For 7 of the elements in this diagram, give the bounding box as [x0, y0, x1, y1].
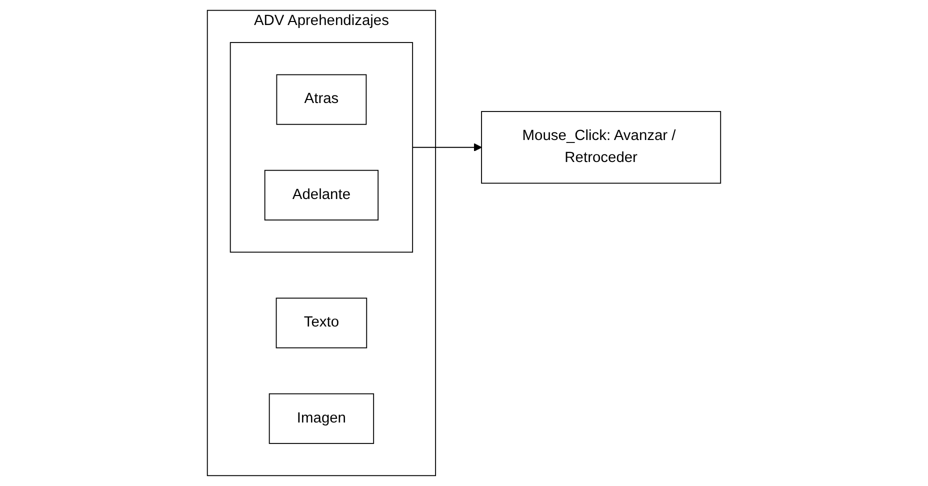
cluster: [230, 42, 414, 253]
node-box: Adelante: [264, 170, 379, 220]
node-box: Atras: [276, 74, 367, 125]
node-box: Imagen: [268, 393, 374, 444]
arrow: [412, 143, 482, 152]
node-box: Mouse_Click: Avanzar / Retroceder: [481, 111, 722, 184]
node-box: Texto: [276, 298, 368, 348]
